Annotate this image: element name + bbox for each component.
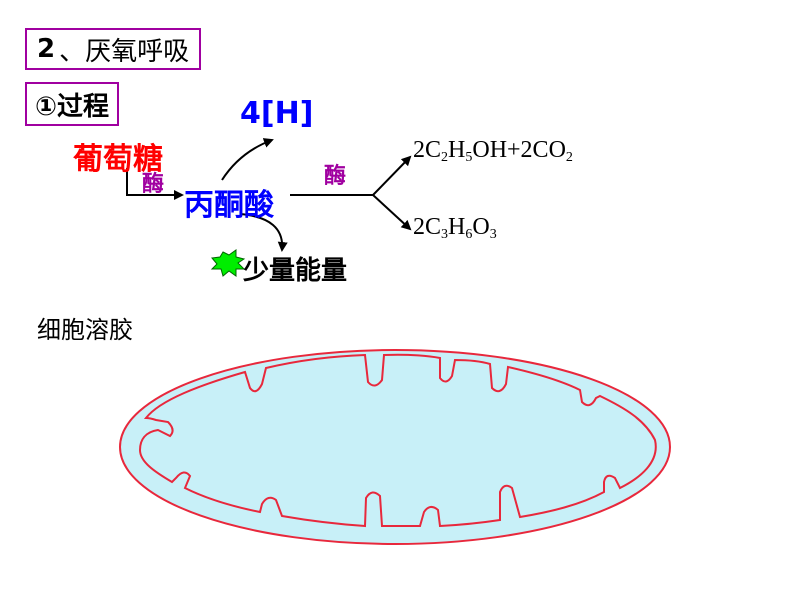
product-ethanol-co2: 2C2H5OH+2CO2 — [413, 137, 573, 165]
subheading: ①过程 — [25, 82, 120, 126]
pyruvate-label: 丙酮酸 — [184, 188, 274, 223]
arrow-to-ethanol — [372, 155, 412, 196]
heading-separator: 、 — [59, 36, 86, 67]
hydrogen-label: 4[H] — [240, 96, 314, 131]
glucose-label: 葡萄糖 — [73, 142, 163, 177]
arrow-to-energy — [239, 213, 288, 252]
arrow-to-lactic-acid — [372, 194, 412, 231]
energy-label: 少量能量 — [243, 256, 348, 286]
heading-text: 厌氧呼吸 — [85, 36, 190, 67]
enzyme-label-2: 酶 — [324, 163, 347, 189]
arrow-to-hydrogen — [221, 138, 274, 181]
subheading-text: ①过程 — [35, 91, 110, 122]
mitochondrion — [119, 349, 671, 545]
section-heading: 2 、 厌氧呼吸 — [25, 28, 202, 70]
product-lactic-acid: 2C3H6O3 — [413, 214, 497, 242]
mitochondrion-outer-membrane — [119, 349, 671, 545]
heading-number: 2 — [37, 34, 56, 64]
arrow-glucose-to-pyruvate — [126, 168, 184, 200]
green-star-burst-icon — [210, 249, 246, 277]
location-label: 细胞溶胶 — [37, 316, 133, 344]
mitochondrion-inner-membrane — [138, 353, 657, 528]
enzyme-label: 酶 — [142, 171, 165, 197]
